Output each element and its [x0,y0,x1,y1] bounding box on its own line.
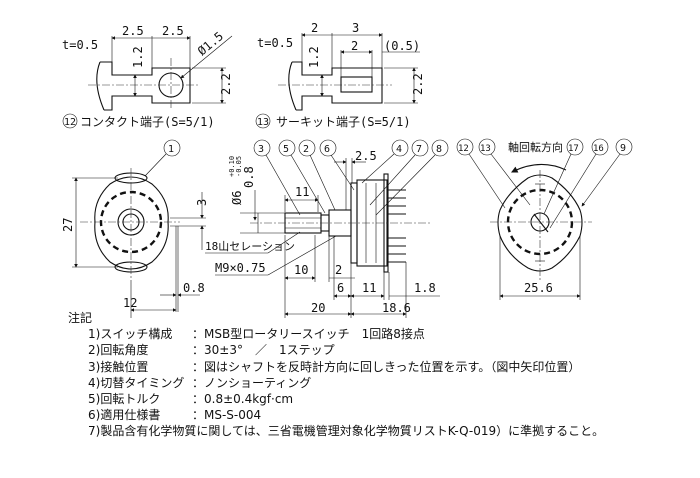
dim-label: 1.8 [414,281,436,295]
note-value: ：MS-S-004 [192,408,262,423]
dim-label: (0.5) [384,39,420,53]
note-item: 2)回転角度 ：30±3° ／ 1ステップ [68,342,604,358]
dim-label: 18.6 [382,301,411,315]
notes-title: 注記 [68,311,93,325]
dim-label: 2 [351,39,358,53]
callout-number: 4 [396,144,402,155]
note-label: 5)回転トルク [88,392,161,407]
dim-label: 1.2 [131,46,145,68]
note-label: 7)製品含有化学物質に関しては、三省電機管理対象化学物質リストK-Q-019）に… [88,424,605,439]
callout-number: 6 [324,144,330,155]
dim-label: 27 [61,218,75,232]
note-item: 7)製品含有化学物質に関しては、三省電機管理対象化学物質リストK-Q-019）に… [68,423,604,439]
note-value: ：MSB型ロータリースイッチ 1回路8接点 [192,327,425,342]
thickness-label: t=0.5 [257,36,293,50]
note-value: ：0.8±0.4kgf·cm [192,392,294,407]
thread-label: M9×0.75 [215,261,266,275]
dim-label: 3 [195,199,209,206]
callout-number: 12 [64,117,76,128]
note-label: 3)接触位置 [88,359,149,374]
callout-number: 13 [480,144,491,154]
shaft-dia-label: Ø6 [230,191,244,205]
thickness-label: t=0.5 [62,38,98,52]
side-view-drawing: Ø6 +0.10 -0.05 0.8 11 2.5 18山セレーション M9×0… [205,139,449,318]
dim-label: 2.2 [219,73,233,95]
callout-number: 13 [257,117,269,128]
contact-terminal-drawing: t=0.5 2.5 2.5 1.2 2.2 Ø1.5 12 コンタクト端子(S=… [62,24,233,129]
side-callouts: 3 5 2 6 4 7 8 [253,139,449,216]
rear-view-drawing: 25.6 軸回転方向 12 13 17 16 9 [456,138,633,300]
note-label: 1)スイッチ構成 [88,327,173,342]
dim-label: 11 [362,281,376,295]
circuit-terminal-drawing: t=0.5 2 3 2 (0.5) 1.2 2.2 13 サーキット端子(S=5… [255,21,425,129]
callout-number: 1 [168,144,174,155]
callout-number: 3 [258,144,264,155]
notes-section: 注記 1)スイッチ構成 ：MSB型ロータリースイッチ 1回路8接点 2)回転角度 ：… [68,310,604,440]
dim-label: 10 [294,263,308,277]
dim-label: 12 [123,296,137,310]
note-value: ：30±3° ／ 1ステップ [192,343,335,358]
callout-number: 5 [283,144,289,155]
note-label: 4)切替タイミング [88,375,185,390]
callout-number: 16 [593,144,604,154]
note-item: 3)接触位置 ：図はシャフトを反時計方向に回しきった位置を示す。（図中矢印位置） [68,359,604,375]
dim-label: 2 [311,21,318,35]
note-item: 1)スイッチ構成 ：MSB型ロータリースイッチ 1回路8接点 [68,326,604,342]
dim-label: 2.5 [162,24,184,38]
callout-circle [255,113,271,129]
dim-label: 20 [311,301,325,315]
terminal-caption: サーキット端子(S=5/1) [276,115,411,129]
callout-circle [62,113,78,129]
note-value: ：ノンショーティング [192,375,312,390]
serration-label: 18山セレーション [205,240,295,253]
callout-number: 17 [568,144,579,154]
rotation-direction-label: 軸回転方向 [508,140,563,154]
note-label: 6)適用仕様書 [88,408,161,423]
note-item: 6)適用仕様書 ：MS-S-004 [68,407,604,423]
dim-label: 1.2 [307,46,321,68]
note-item: 4)切替タイミング ：ノンショーティング [68,375,604,391]
dim-label: 0.8 [183,281,205,295]
dim-label: 2.5 [355,149,377,163]
note-value: ：図はシャフトを反時計方向に回しきった位置を示す。（図中矢印位置） [192,359,581,374]
tolerance-lower: -0.05 [235,156,243,177]
tolerance-upper: +0.10 [228,156,236,177]
callout-number: 9 [620,143,626,154]
dim-label: 2.2 [411,73,425,95]
callout-number: 12 [458,144,469,154]
note-label: 2)回転角度 [88,343,149,358]
front-view-drawing: 27 3 0.8 12 1 [61,139,209,318]
callout-number: 8 [436,144,442,155]
callout-number: 7 [416,144,422,155]
terminal-caption: コンタクト端子(S=5/1) [80,115,215,129]
dim-label: 2.5 [122,24,144,38]
dim-label: 3 [352,21,359,35]
callout-number: 2 [303,144,309,155]
dim-label: 0.8 [242,166,256,188]
slot-rect [340,76,373,93]
dim-label: 11 [295,185,309,199]
dim-label: 2 [335,263,342,277]
note-item: 5)回転トルク ：0.8±0.4kgf·cm [68,391,604,407]
dim-label: 6 [337,281,344,295]
dim-label: 25.6 [524,281,553,295]
